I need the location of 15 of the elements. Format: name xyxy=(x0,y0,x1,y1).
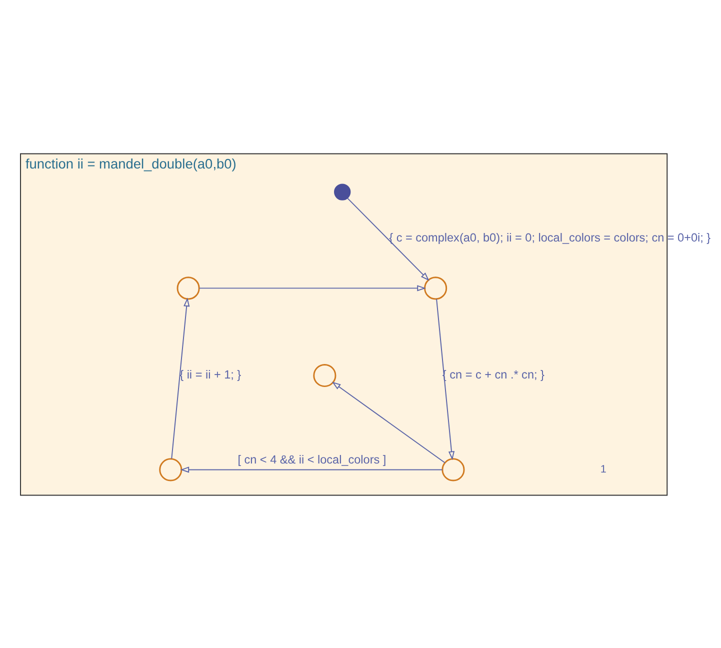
edge-label: [ cn < 4 && ii < local_colors ] xyxy=(238,452,386,466)
label: 1 xyxy=(600,462,606,475)
arrow xyxy=(171,297,190,459)
node-circle xyxy=(176,276,200,300)
node-circle xyxy=(313,364,336,387)
arrow xyxy=(180,466,443,472)
node-circle xyxy=(424,276,448,300)
arrow xyxy=(346,197,430,280)
node-circle xyxy=(442,458,465,481)
arrow xyxy=(332,381,446,463)
arrow xyxy=(436,298,455,460)
node-circle xyxy=(159,458,182,481)
node-circle xyxy=(334,183,351,200)
arrow xyxy=(198,284,426,291)
edge-label: { ii = ii + 1; } xyxy=(180,368,242,382)
